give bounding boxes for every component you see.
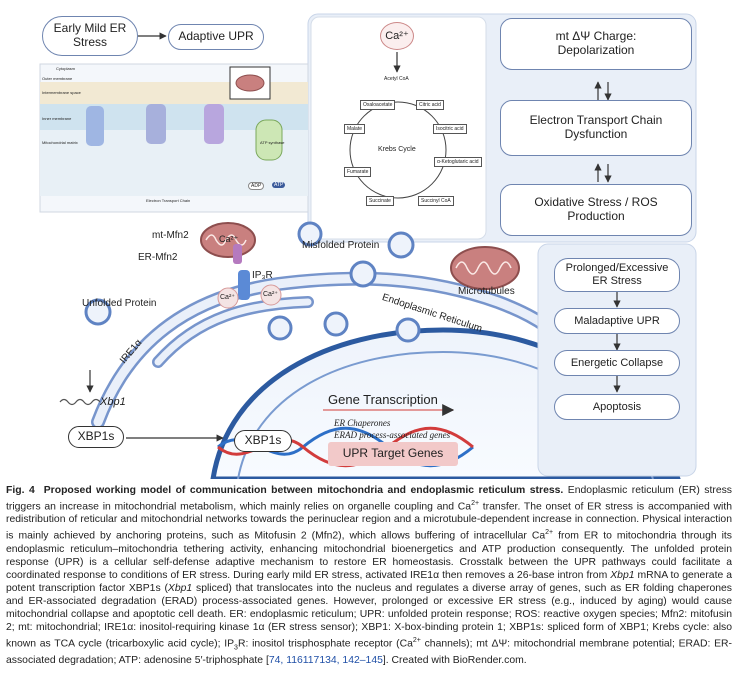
krebs-node-4: Succinyl CoA (418, 196, 454, 206)
ca-top-badge: Ca²⁺ (380, 22, 414, 50)
gene-item-erad: ERAD process-associated genes (334, 430, 451, 440)
flow-apoptosis: Apoptosis (554, 394, 680, 420)
caption-sup-2: 2+ (545, 529, 554, 537)
flow-maladaptive-upr: Maladaptive UPR (554, 308, 680, 334)
krebs-node-7: Malate (344, 124, 366, 134)
flow-energetic-collapse: Energetic Collapse (554, 350, 680, 376)
mito-thumbnail (235, 74, 265, 92)
krebs-node-6: Fumarate (344, 167, 372, 177)
label-mt-mfn2: mt-Mfn2 (152, 230, 189, 241)
complex-i (86, 106, 104, 146)
mitochondrion-right-cristae (455, 261, 512, 275)
krebs-cycle-ring (349, 101, 447, 199)
label-microtubules: Microtubules (458, 286, 515, 297)
etc-matrix: Mitochondrial matrix (42, 140, 78, 145)
ip3r-channel (238, 270, 250, 300)
etc-ims: Intermembrane space (42, 90, 81, 95)
gene-transcription-title: Gene Transcription (328, 392, 438, 407)
label-ip3r: IP₃R (252, 270, 273, 281)
ca-bubble-1 (217, 287, 239, 309)
er-lumen-2 (154, 298, 312, 366)
caption-xbp1-2: Xbp1 (167, 582, 193, 594)
early-stress-box: Early Mild ER Stress (42, 16, 138, 56)
caption-sup-1: 2+ (471, 500, 480, 507)
caption-body-1: Endoplasmic reticulum (ER) stress trigge… (6, 485, 732, 513)
label-unfolded: Unfolded Protein (82, 298, 157, 309)
caption-body-7: channels); mt ΔΨ: mitochondrial membrane… (6, 638, 732, 667)
krebs-acetyl: Acetyl CoA (384, 76, 409, 82)
caption-body-6: R: inositol trisphosphate receptor (Ca (237, 638, 413, 650)
mitochondrion-right (450, 246, 520, 290)
krebs-node-3: α-Ketoglutaric acid (434, 157, 482, 167)
protein-vesicles (84, 221, 421, 343)
krebs-node-0: Oxaloacetate (360, 100, 396, 110)
upr-target-genes: UPR Target Genes (328, 442, 458, 466)
caption-xbp1: Xbp1 (610, 569, 635, 581)
etc-atp: ATP (272, 182, 286, 188)
caption-title: Proposed working model of communication … (43, 485, 564, 496)
xbp1-mrna (59, 398, 101, 406)
label-misfolded: Misfolded Protein (302, 240, 380, 251)
etc-dysfunction-box: Electron Transport Chain Dysfunction (500, 100, 692, 156)
caption-body-5: spliced) that translocates into the nucl… (6, 582, 732, 650)
gene-item-chaperones: ER Chaperones (334, 418, 391, 428)
label-xbp1: Xbp1 (100, 396, 126, 408)
label-ca-mito: Ca²⁺ (219, 234, 239, 244)
complex-iv (204, 104, 224, 144)
figure: Early Mild ER Stress Adaptive UPR Ca²⁺ m… (38, 12, 699, 479)
depolarization-box: mt ΔΨ Charge: Depolarization (500, 18, 692, 70)
etc-adp: ADP (248, 182, 265, 190)
caption-sup-3: 2+ (412, 636, 421, 644)
ca-bubble-2 (260, 284, 282, 306)
krebs-node-2: Isocitric acid (433, 124, 467, 134)
atp-synthase-shape (255, 119, 283, 161)
caption-body-4: mRNA to generate a potent transcription … (6, 569, 733, 594)
flow-prolonged-stress: Prolonged/Excessive ER Stress (554, 258, 680, 292)
caption-body-2: transfer. The onset of ER stress is acco… (6, 501, 732, 542)
etc-atp-synthase: ATP synthase (260, 140, 285, 145)
label-er-mfn2: ER-Mfn2 (138, 252, 178, 263)
caption-refs[interactable]: 74, 116117134, 142–145 (268, 655, 383, 667)
krebs-node-5: Succinate (366, 196, 394, 206)
caption-body-3: from ER to mitochondria through its endo… (6, 530, 732, 581)
dna-xbp1s: XBP1s (234, 430, 292, 452)
mfn2-tether (233, 244, 242, 264)
label-ca-right: Ca²⁺ (263, 291, 278, 298)
krebs-node-1: Citric acid (416, 100, 444, 110)
figure-caption: Fig. 4 Proposed working model of communi… (6, 484, 732, 667)
oxidative-stress-box: Oxidative Stress / ROS Production (500, 184, 692, 236)
caption-body-8: ]. Created with BioRender.com. (382, 655, 527, 667)
etc-inner: Inner membrane (42, 116, 72, 121)
complex-iii (146, 104, 166, 144)
etc-outer: Outer membrane (42, 76, 73, 81)
etc-cytoplasm: Cytoplasm (56, 66, 75, 71)
krebs-center-label: Krebs Cycle (378, 146, 416, 153)
caption-sub3: 3 (234, 644, 238, 652)
caption-label: Fig. 4 (6, 485, 35, 496)
label-xbp1s: XBP1s (68, 426, 124, 448)
adaptive-upr-box: Adaptive UPR (168, 24, 264, 50)
label-ca-left: Ca²⁺ (220, 294, 235, 301)
etc-caption: Electron Transport Chain (146, 198, 191, 203)
